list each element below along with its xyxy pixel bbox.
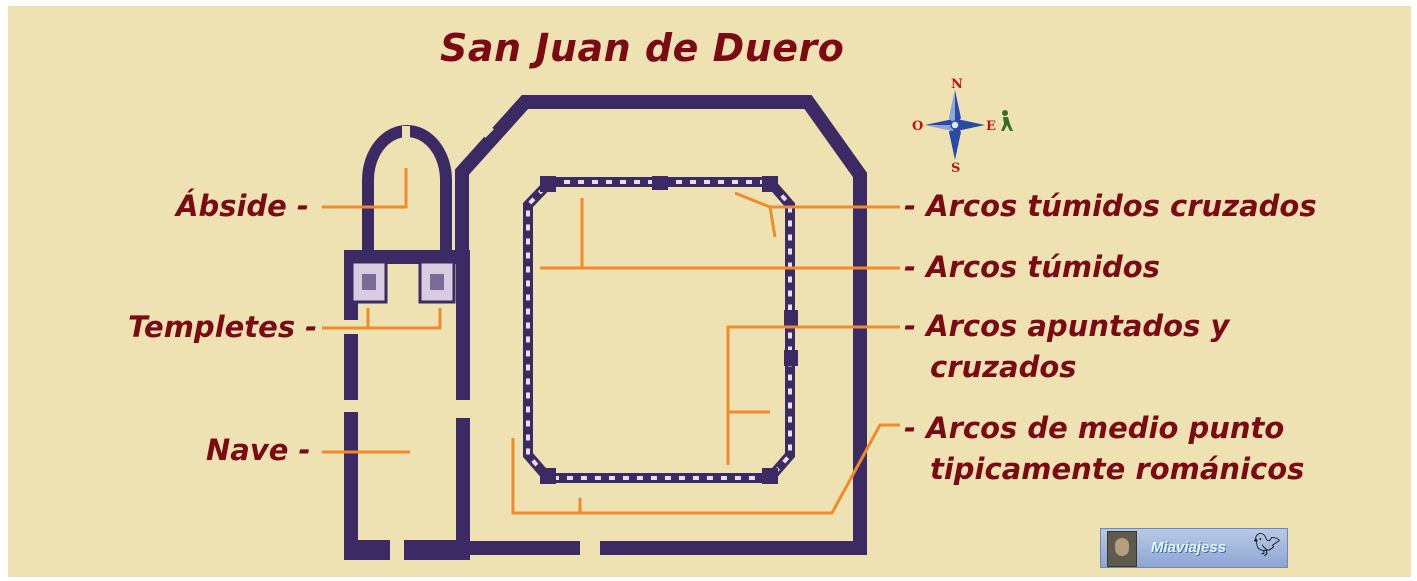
nave-bottom-wall bbox=[344, 540, 470, 560]
label-arcos-medio-punto-line2: tipicamente románicos bbox=[930, 452, 1305, 486]
apse-wall bbox=[362, 125, 452, 250]
label-arcos-tumidos: - Arcos túmidos bbox=[904, 250, 1160, 284]
label-arcos-tumidos-cruzados: - Arcos túmidos cruzados bbox=[904, 189, 1317, 223]
label-abside: Ábside - bbox=[176, 189, 309, 223]
leader-abside bbox=[322, 168, 408, 209]
label-nave: Nave - bbox=[206, 433, 311, 467]
leader-arcos-tumidos-cruzados bbox=[734, 191, 900, 209]
label-templetes: Templetes - bbox=[128, 310, 318, 344]
cloister-arcade bbox=[523, 176, 798, 484]
compass-north: N bbox=[951, 77, 963, 92]
badge-name: Miaviajess bbox=[1151, 539, 1227, 556]
templetes bbox=[350, 260, 456, 304]
cloister-outer-wall bbox=[455, 95, 867, 555]
leader-arcos-medio-punto bbox=[511, 423, 900, 515]
compass-west: O bbox=[912, 119, 923, 134]
compass-south: S bbox=[951, 161, 960, 176]
compass-rose: N S O E bbox=[912, 77, 1013, 176]
leader-templetes bbox=[322, 308, 442, 330]
leader-lines bbox=[322, 168, 900, 515]
walker-icon bbox=[1001, 110, 1013, 131]
bird-icon: 🐦︎ bbox=[1253, 533, 1281, 558]
label-arcos-apuntados-line1: - Arcos apuntados y bbox=[904, 309, 1230, 343]
leader-arcos-apuntados bbox=[726, 325, 900, 465]
diagram-title: San Juan de Duero bbox=[440, 26, 845, 70]
avatar bbox=[1107, 531, 1137, 567]
label-arcos-apuntados-line2: cruzados bbox=[930, 350, 1077, 384]
compass-east: E bbox=[986, 119, 996, 134]
label-arcos-medio-punto-line1: - Arcos de medio punto bbox=[904, 411, 1285, 445]
author-badge[interactable]: Miaviajess 🐦︎ bbox=[1100, 528, 1288, 568]
